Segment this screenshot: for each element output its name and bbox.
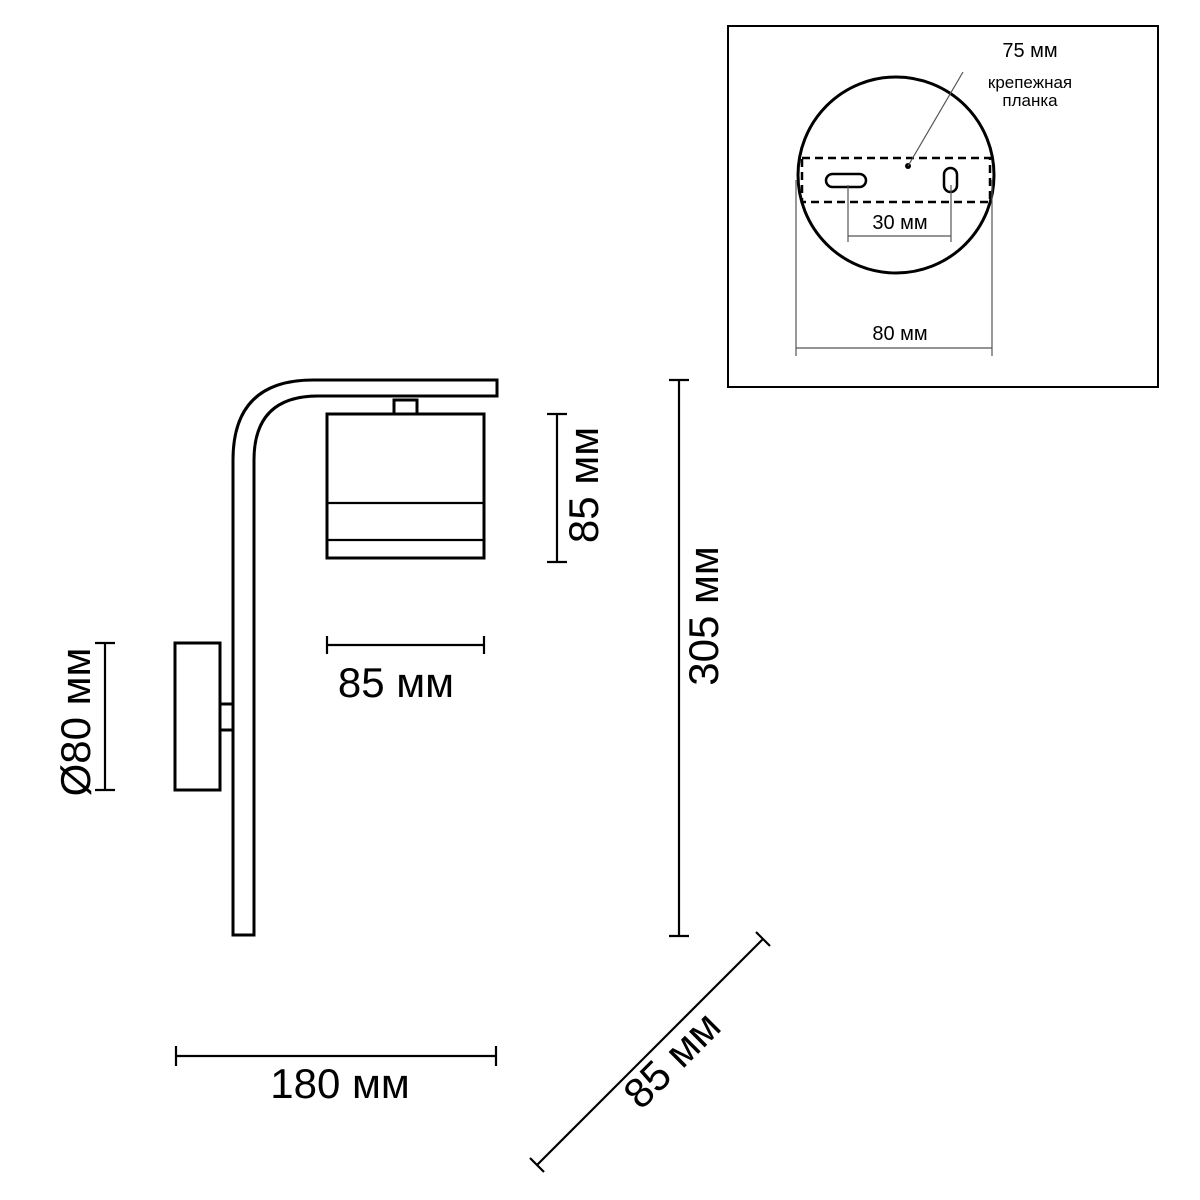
plate-pointer-line <box>907 71 964 167</box>
plate-length-label: 75 мм <box>1002 40 1057 62</box>
shade-holder <box>392 398 419 416</box>
depth-tick-start <box>529 1157 545 1173</box>
mounting-plate <box>800 156 992 204</box>
inset-diameter-label: 80 мм <box>872 323 927 345</box>
plate-label-line1: крепежная <box>988 73 1072 92</box>
base-diameter-label: Ø80 мм <box>52 648 99 797</box>
mount-detail-inset: 75 мм крепежная планка 30 мм 80 мм <box>727 25 1159 388</box>
depth-label: 85 мм <box>614 1002 729 1117</box>
total-height-label: 305 мм <box>680 546 727 686</box>
hole-spacing-label: 30 мм <box>872 212 927 234</box>
base-circle <box>796 75 996 275</box>
shade-width-label: 85 мм <box>338 659 454 706</box>
dimension-lines <box>95 378 771 1173</box>
wall-base <box>173 641 222 792</box>
slot-hole <box>824 172 868 189</box>
total-width-label: 180 мм <box>270 1060 410 1107</box>
lamp-side-view <box>173 378 499 937</box>
lamp-arm <box>231 378 499 937</box>
base-connector <box>218 702 235 732</box>
lamp-shade <box>325 412 486 560</box>
shade-height-label: 85 мм <box>560 427 607 543</box>
depth-dim-line <box>536 938 764 1166</box>
plate-label-line2: планка <box>1002 91 1058 110</box>
depth-tick-end <box>755 931 771 947</box>
